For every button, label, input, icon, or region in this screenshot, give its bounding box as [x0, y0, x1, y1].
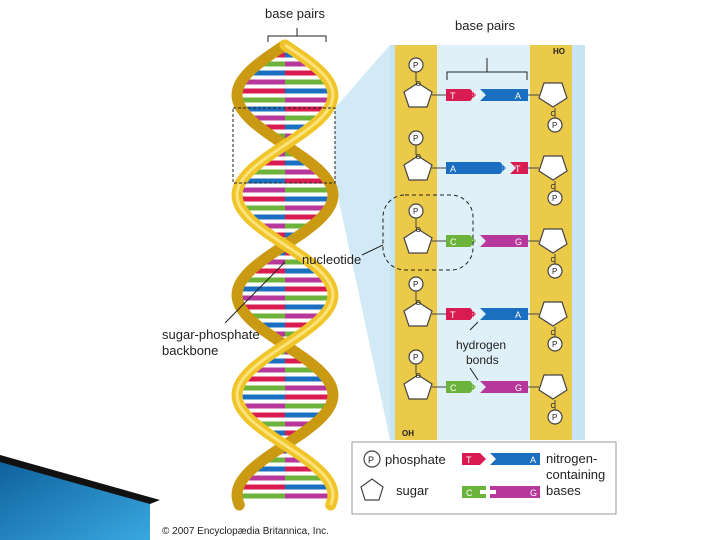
legend-phosphate-label: phosphate [385, 452, 446, 467]
zoom-wedge [335, 45, 390, 440]
double-helix [231, 39, 339, 511]
base-left-letter: T [450, 91, 456, 101]
nucleotide-outline [382, 194, 474, 271]
oxygen-letter: O [551, 257, 557, 264]
phosphate-letter: P [413, 280, 418, 289]
label-backbone-2: backbone [162, 343, 218, 358]
phosphate-letter: P [552, 413, 557, 422]
legend-t-letter: T [466, 455, 472, 465]
legend-sugar-symbol [360, 478, 384, 501]
phosphate-letter: P [552, 194, 557, 203]
legend-bases-1: nitrogen- [546, 451, 597, 466]
base-left-letter: C [450, 383, 457, 393]
oxygen-letter: O [416, 81, 422, 88]
zoom-box [232, 107, 336, 184]
base-left-letter: T [450, 310, 456, 320]
legend-sugar-label: sugar [396, 483, 429, 498]
helix-strand-highlight [235, 43, 335, 506]
phosphate-letter: P [552, 340, 557, 349]
sugar-symbol [538, 82, 568, 108]
phosphate-letter: P [413, 353, 418, 362]
top-bracket [267, 28, 327, 42]
base-right-letter: G [515, 383, 522, 393]
base-right [480, 381, 528, 393]
phosphate-letter: P [413, 207, 418, 216]
legend-g-letter: G [530, 488, 537, 498]
oxygen-letter: O [551, 184, 557, 191]
phosphate-letter: P [552, 121, 557, 130]
oxygen-letter: O [416, 300, 422, 307]
oxygen-letter: O [551, 330, 557, 337]
legend-bases-2: containing [546, 467, 605, 482]
label-nucleotide: nucleotide [302, 252, 361, 267]
label-base-pairs-top: base pairs [265, 6, 325, 21]
legend-bases-3: bases [546, 483, 581, 498]
oxygen-letter: O [416, 373, 422, 380]
legend-c-letter: C [466, 488, 473, 498]
sugar-symbol [403, 374, 433, 400]
legend-pair-cg: C G [462, 486, 540, 498]
base-right [480, 89, 528, 101]
legend-phosphate-symbol [363, 450, 381, 468]
phosphate-letter: P [552, 267, 557, 276]
sugar-symbol [538, 155, 568, 181]
label-end-bottom: OH [402, 429, 414, 438]
base-left [446, 308, 476, 320]
sugar-symbol [538, 374, 568, 400]
sugar-symbol [403, 301, 433, 327]
label-hydrogen-2: bonds [466, 353, 499, 367]
base-right-letter: A [515, 91, 521, 101]
phosphate-letter: P [413, 134, 418, 143]
base-left-letter: C [450, 237, 457, 247]
copyright-text: © 2007 Encyclopædia Britannica, Inc. [162, 526, 329, 537]
legend: P phosphate sugar T A C G nitrogen- cont… [351, 441, 617, 515]
sugar-symbol [403, 155, 433, 181]
base-right-letter: T [515, 164, 521, 174]
base-left [446, 162, 506, 174]
oxygen-letter: O [416, 154, 422, 161]
label-end-top: HO [553, 47, 565, 56]
legend-a-letter: A [530, 455, 536, 465]
oxygen-letter: O [416, 227, 422, 234]
base-right-letter: G [515, 237, 522, 247]
panel-bracket [446, 58, 528, 80]
base-right [510, 162, 528, 174]
phosphate-letter: P [413, 61, 418, 70]
base-left [446, 235, 476, 247]
helix-strand-back [231, 39, 339, 511]
label-base-pairs-panel: base pairs [455, 18, 515, 33]
oxygen-letter: O [551, 111, 557, 118]
base-right-letter: A [515, 310, 521, 320]
base-left [446, 381, 476, 393]
base-left-letter: A [450, 164, 456, 174]
sugar-symbol [538, 228, 568, 254]
detail-panel [390, 45, 585, 440]
base-right [480, 308, 528, 320]
corner-decoration [0, 455, 160, 540]
base-right [480, 235, 528, 247]
sugar-symbol [403, 82, 433, 108]
label-backbone-1: sugar-phosphate [162, 327, 260, 342]
legend-phosphate-letter: P [368, 455, 374, 465]
sugar-symbol [403, 228, 433, 254]
label-hydrogen-1: hydrogen [456, 338, 506, 352]
oxygen-letter: O [551, 403, 557, 410]
base-left [446, 89, 476, 101]
sugar-symbol [538, 301, 568, 327]
legend-pair-ta: T A [462, 453, 540, 465]
